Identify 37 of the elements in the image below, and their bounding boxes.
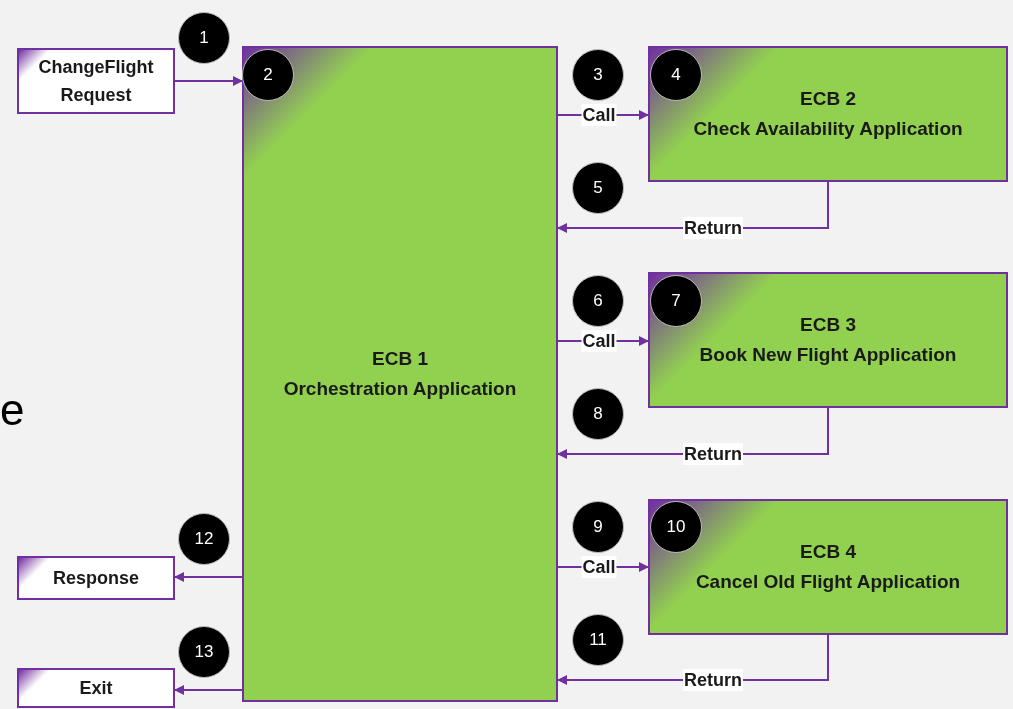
edge-label: Call	[581, 556, 617, 578]
message-box	[17, 48, 175, 114]
application-box	[648, 499, 1008, 635]
box-subtitle: Cancel Old Flight Application	[695, 570, 961, 594]
message-label: Response	[53, 567, 139, 590]
callout-number: 13	[178, 626, 230, 678]
callout-number: 6	[572, 275, 624, 327]
callout-number: 8	[572, 388, 624, 440]
arrow	[174, 685, 243, 695]
application-box	[648, 46, 1008, 182]
box-subtitle: Orchestration Application	[283, 377, 517, 401]
callout-number: 11	[572, 614, 624, 666]
callout-number: 1	[178, 12, 230, 64]
edge-label: Return	[683, 669, 743, 691]
edge-label: Call	[581, 104, 617, 126]
box-subtitle: Check Availability Application	[693, 117, 963, 141]
application-box	[648, 272, 1008, 408]
message-label: Exit	[79, 677, 113, 700]
arrow	[174, 572, 243, 582]
callout-number: 12	[178, 513, 230, 565]
arrow	[174, 76, 243, 86]
callout-number: 3	[572, 49, 624, 101]
message-label: ChangeFlight Request	[37, 56, 155, 107]
box-title: ECB 3	[800, 313, 856, 337]
edge-label: Return	[683, 443, 743, 465]
edge-label: Call	[581, 330, 617, 352]
message-box	[17, 668, 175, 708]
stray-letter: e	[0, 386, 25, 434]
callout-number: 9	[572, 501, 624, 553]
callout-number: 5	[572, 162, 624, 214]
message-box	[17, 556, 175, 600]
edge-label: Return	[683, 217, 743, 239]
box-title: ECB 1	[372, 347, 428, 371]
box-title: ECB 4	[800, 540, 856, 564]
box-subtitle: Book New Flight Application	[699, 343, 957, 367]
application-box	[242, 46, 558, 702]
box-title: ECB 2	[800, 87, 856, 111]
